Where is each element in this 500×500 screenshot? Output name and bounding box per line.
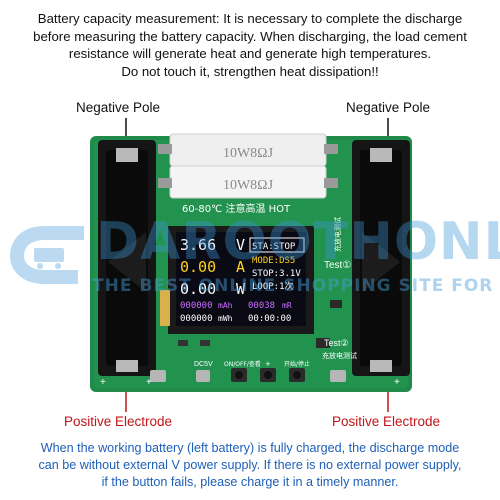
lcd-current-unit: A: [236, 258, 245, 276]
onoff-button-cap: [235, 371, 243, 379]
test2-cn-label: 充放电测试: [322, 351, 357, 360]
resistor-top-label: 10W8ΩJ: [223, 146, 274, 161]
smd-component: [316, 338, 330, 348]
resistor-lead: [324, 178, 338, 188]
plus-button-label: +: [265, 360, 271, 368]
resistor-lead: [158, 144, 172, 154]
lcd-stop: STOP:3.1V: [252, 269, 301, 279]
lcd-mah: 000000: [180, 301, 213, 311]
resistor-bottom-label: 10W8ΩJ: [223, 178, 274, 193]
footer-line: can be without external V power supply. …: [38, 458, 462, 472]
plus-mark: +: [394, 377, 400, 388]
header-line: resistance will generate heat and genera…: [68, 46, 432, 61]
lcd-mah-unit: mAh: [218, 301, 233, 310]
footer-text: When the working battery (left battery) …: [4, 440, 496, 491]
holder-arrow-left: [108, 232, 146, 292]
footer-line: if the button fails, please charge it in…: [101, 475, 399, 489]
lcd-power: 0.00: [180, 280, 216, 298]
start-stop-label: 开始/停止: [284, 360, 310, 368]
lcd-screen: [176, 232, 306, 326]
smd-component: [200, 340, 210, 346]
lcd-current: 0.00: [180, 258, 216, 276]
positive-contact-right: [370, 360, 392, 372]
lcd-readout: 3.66 V 0.00 A 0.00 W STA:STOP MODE:DS5 S…: [180, 236, 305, 324]
usb-port-dc5v[interactable]: [196, 370, 210, 382]
lcd-mr-unit: mR: [282, 301, 292, 310]
header-line: Do not touch it, strengthen heat dissipa…: [121, 63, 379, 79]
plus-button-cap: [264, 371, 272, 379]
resistor-lead: [324, 144, 338, 154]
lcd-mode: MODE:DS5: [252, 256, 295, 266]
holder-arrow-right: [362, 232, 400, 292]
lcd-loop: LOOP:1次: [252, 280, 294, 292]
lcd-mwh-unit: mWh: [218, 314, 233, 323]
dc5v-label: DC5V: [194, 361, 213, 368]
hot-warning-label: 60-80℃ 注意高温 HOT: [182, 202, 291, 215]
usb-port-test1[interactable]: [150, 370, 166, 382]
negative-contact-right: [370, 148, 392, 162]
test2-label: Test②: [324, 338, 349, 348]
resistor-lead: [158, 178, 172, 188]
negative-contact-left: [116, 148, 138, 162]
test1-cn-label: 充放电测试: [333, 217, 342, 252]
lcd-status-box: [249, 237, 305, 253]
footer-line: When the working battery (left battery) …: [40, 441, 460, 455]
header-text: Battery capacity measurement: It is nece…: [10, 10, 490, 80]
test1-label: Test①: [324, 260, 351, 271]
onoff-button-label: ON/OFF/查看: [224, 360, 261, 368]
lcd-status: STA:STOP: [252, 242, 296, 252]
smd-component: [330, 300, 342, 308]
lcd-mwh: 000000: [180, 314, 213, 324]
lcd-voltage-unit: V: [236, 236, 245, 254]
header-line: Battery capacity measurement: It is nece…: [37, 11, 463, 26]
usb-port-test2[interactable]: [330, 370, 346, 382]
lcd-power-unit: W: [236, 280, 246, 298]
lcd-ribbon: [160, 290, 170, 326]
negative-pole-left-label: Negative Pole: [76, 100, 161, 115]
positive-electrode-right-label: Positive Electrode: [332, 414, 441, 429]
plus-mark: +: [146, 377, 152, 388]
smd-component: [178, 340, 188, 346]
start-stop-button-cap: [293, 371, 301, 379]
negative-pole-right-label: Negative Pole: [346, 100, 431, 115]
positive-electrode-left-label: Positive Electrode: [64, 414, 173, 429]
lcd-voltage: 3.66: [180, 236, 216, 254]
plus-mark: +: [100, 377, 106, 388]
positive-contact-left: [116, 360, 138, 372]
lcd-time: 00:00:00: [248, 314, 291, 324]
header-line: before measuring the battery capacity. W…: [33, 28, 467, 44]
lcd-mr: 00038: [248, 301, 275, 311]
